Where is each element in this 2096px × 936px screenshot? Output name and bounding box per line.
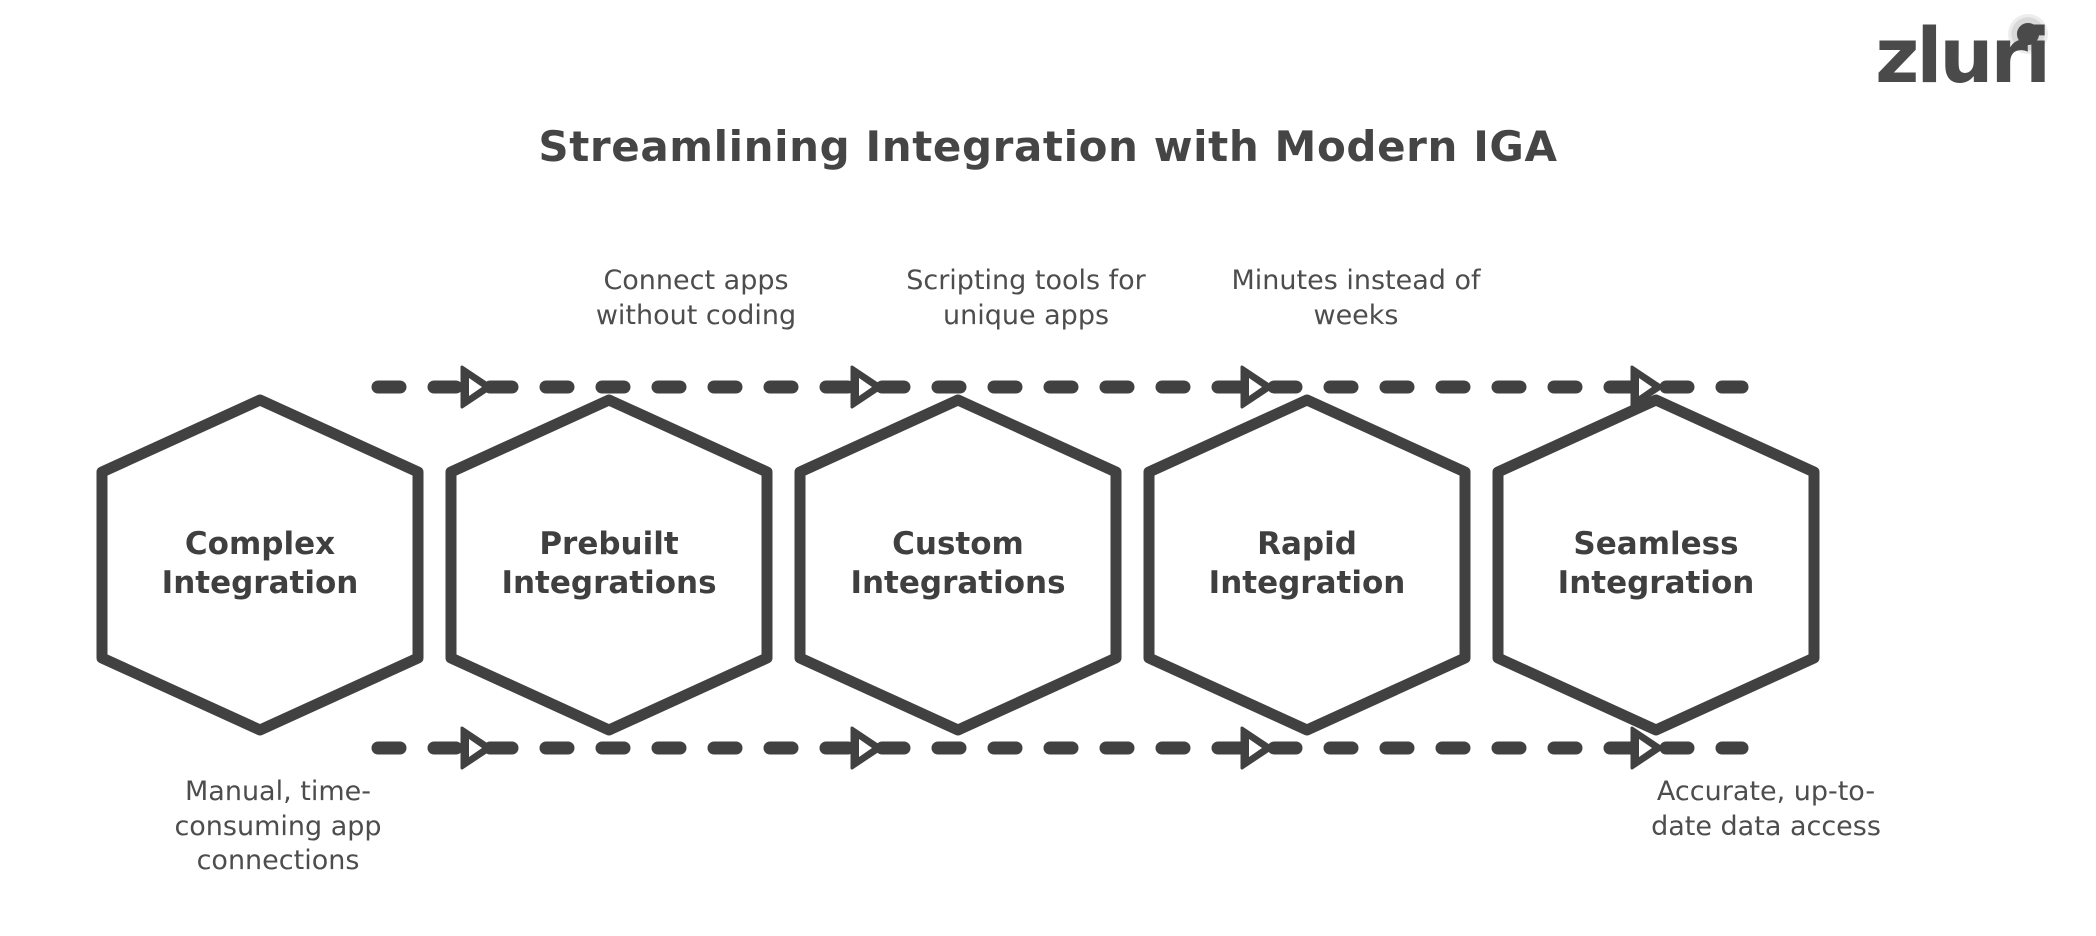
caption-top-minutes-instead: Minutes instead of weeks [1231, 265, 1481, 331]
arrowhead-top-1 [460, 365, 494, 409]
caption-bottom-manual-time-consuming: Manual, time- consuming app connections [174, 776, 382, 877]
arrowhead-top-2 [850, 365, 884, 409]
caption-top-scripting-tools: Scripting tools for unique apps [906, 265, 1146, 331]
hexagon-label-rapid: Rapid Integration [1208, 526, 1406, 602]
arrowhead-bottom-2 [850, 726, 884, 770]
arrowhead-bottom-3 [1240, 726, 1274, 770]
hexagon-label-seamless: Seamless Integration [1557, 526, 1755, 602]
caption-bottom-accurate-up-to-date: Accurate, up-to- date data access [1651, 776, 1881, 842]
arrowhead-bottom-1 [460, 726, 494, 770]
logo-dot-icon [2008, 14, 2048, 54]
caption-top-connect-apps: Connect apps without coding [595, 265, 797, 331]
hexagon-node-prebuilt[interactable] [445, 394, 773, 736]
page-title: Streamlining Integration with Modern IGA [538, 122, 1558, 171]
hexagon-label-complex: Complex Integration [161, 526, 359, 602]
hexagon-label-custom: Custom Integrations [850, 526, 1066, 602]
hexagon-node-complex[interactable] [96, 394, 424, 736]
logo-wordmark: zluri [1875, 11, 2051, 100]
hexagon-node-seamless[interactable] [1492, 394, 1820, 736]
hexagon-node-rapid[interactable] [1143, 394, 1471, 736]
brand-logo: zluri [1836, 8, 2066, 100]
arrowhead-top-3 [1240, 365, 1274, 409]
hexagon-label-prebuilt: Prebuilt Integrations [501, 526, 717, 602]
connector-track-top [371, 365, 1749, 409]
hexagon-node-custom[interactable] [794, 394, 1122, 736]
connector-track-bottom [371, 726, 1749, 770]
